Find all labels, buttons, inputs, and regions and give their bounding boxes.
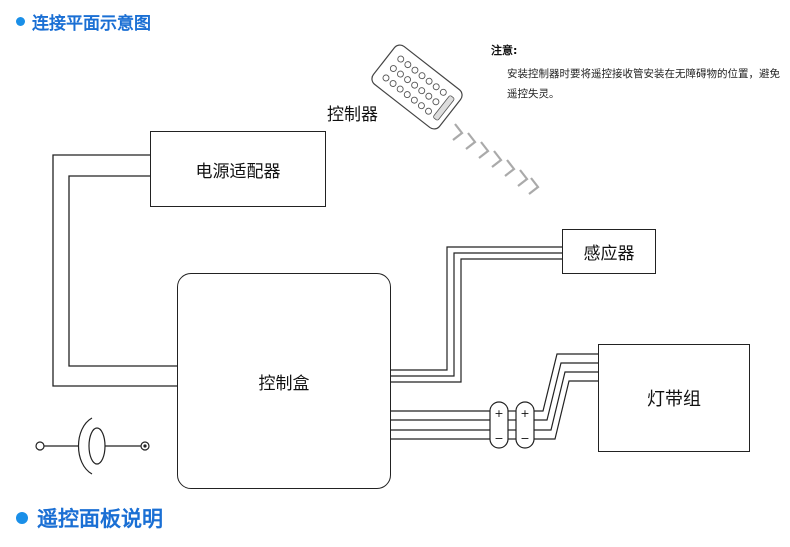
note-title: 注意: — [491, 44, 518, 57]
terminal-block-1: + − — [489, 401, 509, 449]
sensor-box: 感应器 — [562, 229, 656, 274]
section-title-connection-plan: 连接平面示意图 — [16, 9, 151, 34]
power-plug-icon — [35, 417, 150, 475]
control-box-label: 控制盒 — [258, 373, 310, 394]
power-adapter-box: 电源适配器 — [150, 131, 326, 207]
section-title-text: 遥控面板说明 — [37, 507, 163, 531]
sensor-wire — [391, 246, 562, 383]
control-box: 控制盒 — [177, 273, 391, 489]
adapter-wire — [52, 154, 177, 387]
section-title-remote-panel: 遥控面板说明 — [16, 503, 163, 533]
note-text: 安装控制器时要将遥控接收管安装在无障碍物的位置，避免遥控失灵。 — [507, 68, 780, 100]
plus-label: + — [494, 407, 503, 420]
led-wire — [391, 353, 598, 440]
ir-signal-icon — [452, 123, 540, 195]
led-group-box: 灯带组 — [598, 344, 750, 452]
power-adapter-label: 电源适配器 — [195, 161, 281, 182]
section-title-text: 连接平面示意图 — [32, 14, 151, 34]
remote-label: 控制器 — [327, 105, 378, 125]
minus-label: − — [520, 432, 529, 445]
remote-icon — [371, 44, 463, 130]
plus-label: + — [520, 407, 529, 420]
minus-label: − — [494, 432, 503, 445]
led-group-label: 灯带组 — [647, 389, 701, 410]
terminal-block-2: + − — [515, 401, 535, 449]
bullet-icon — [16, 512, 28, 524]
bullet-icon — [16, 17, 25, 26]
sensor-label: 感应器 — [583, 244, 635, 264]
